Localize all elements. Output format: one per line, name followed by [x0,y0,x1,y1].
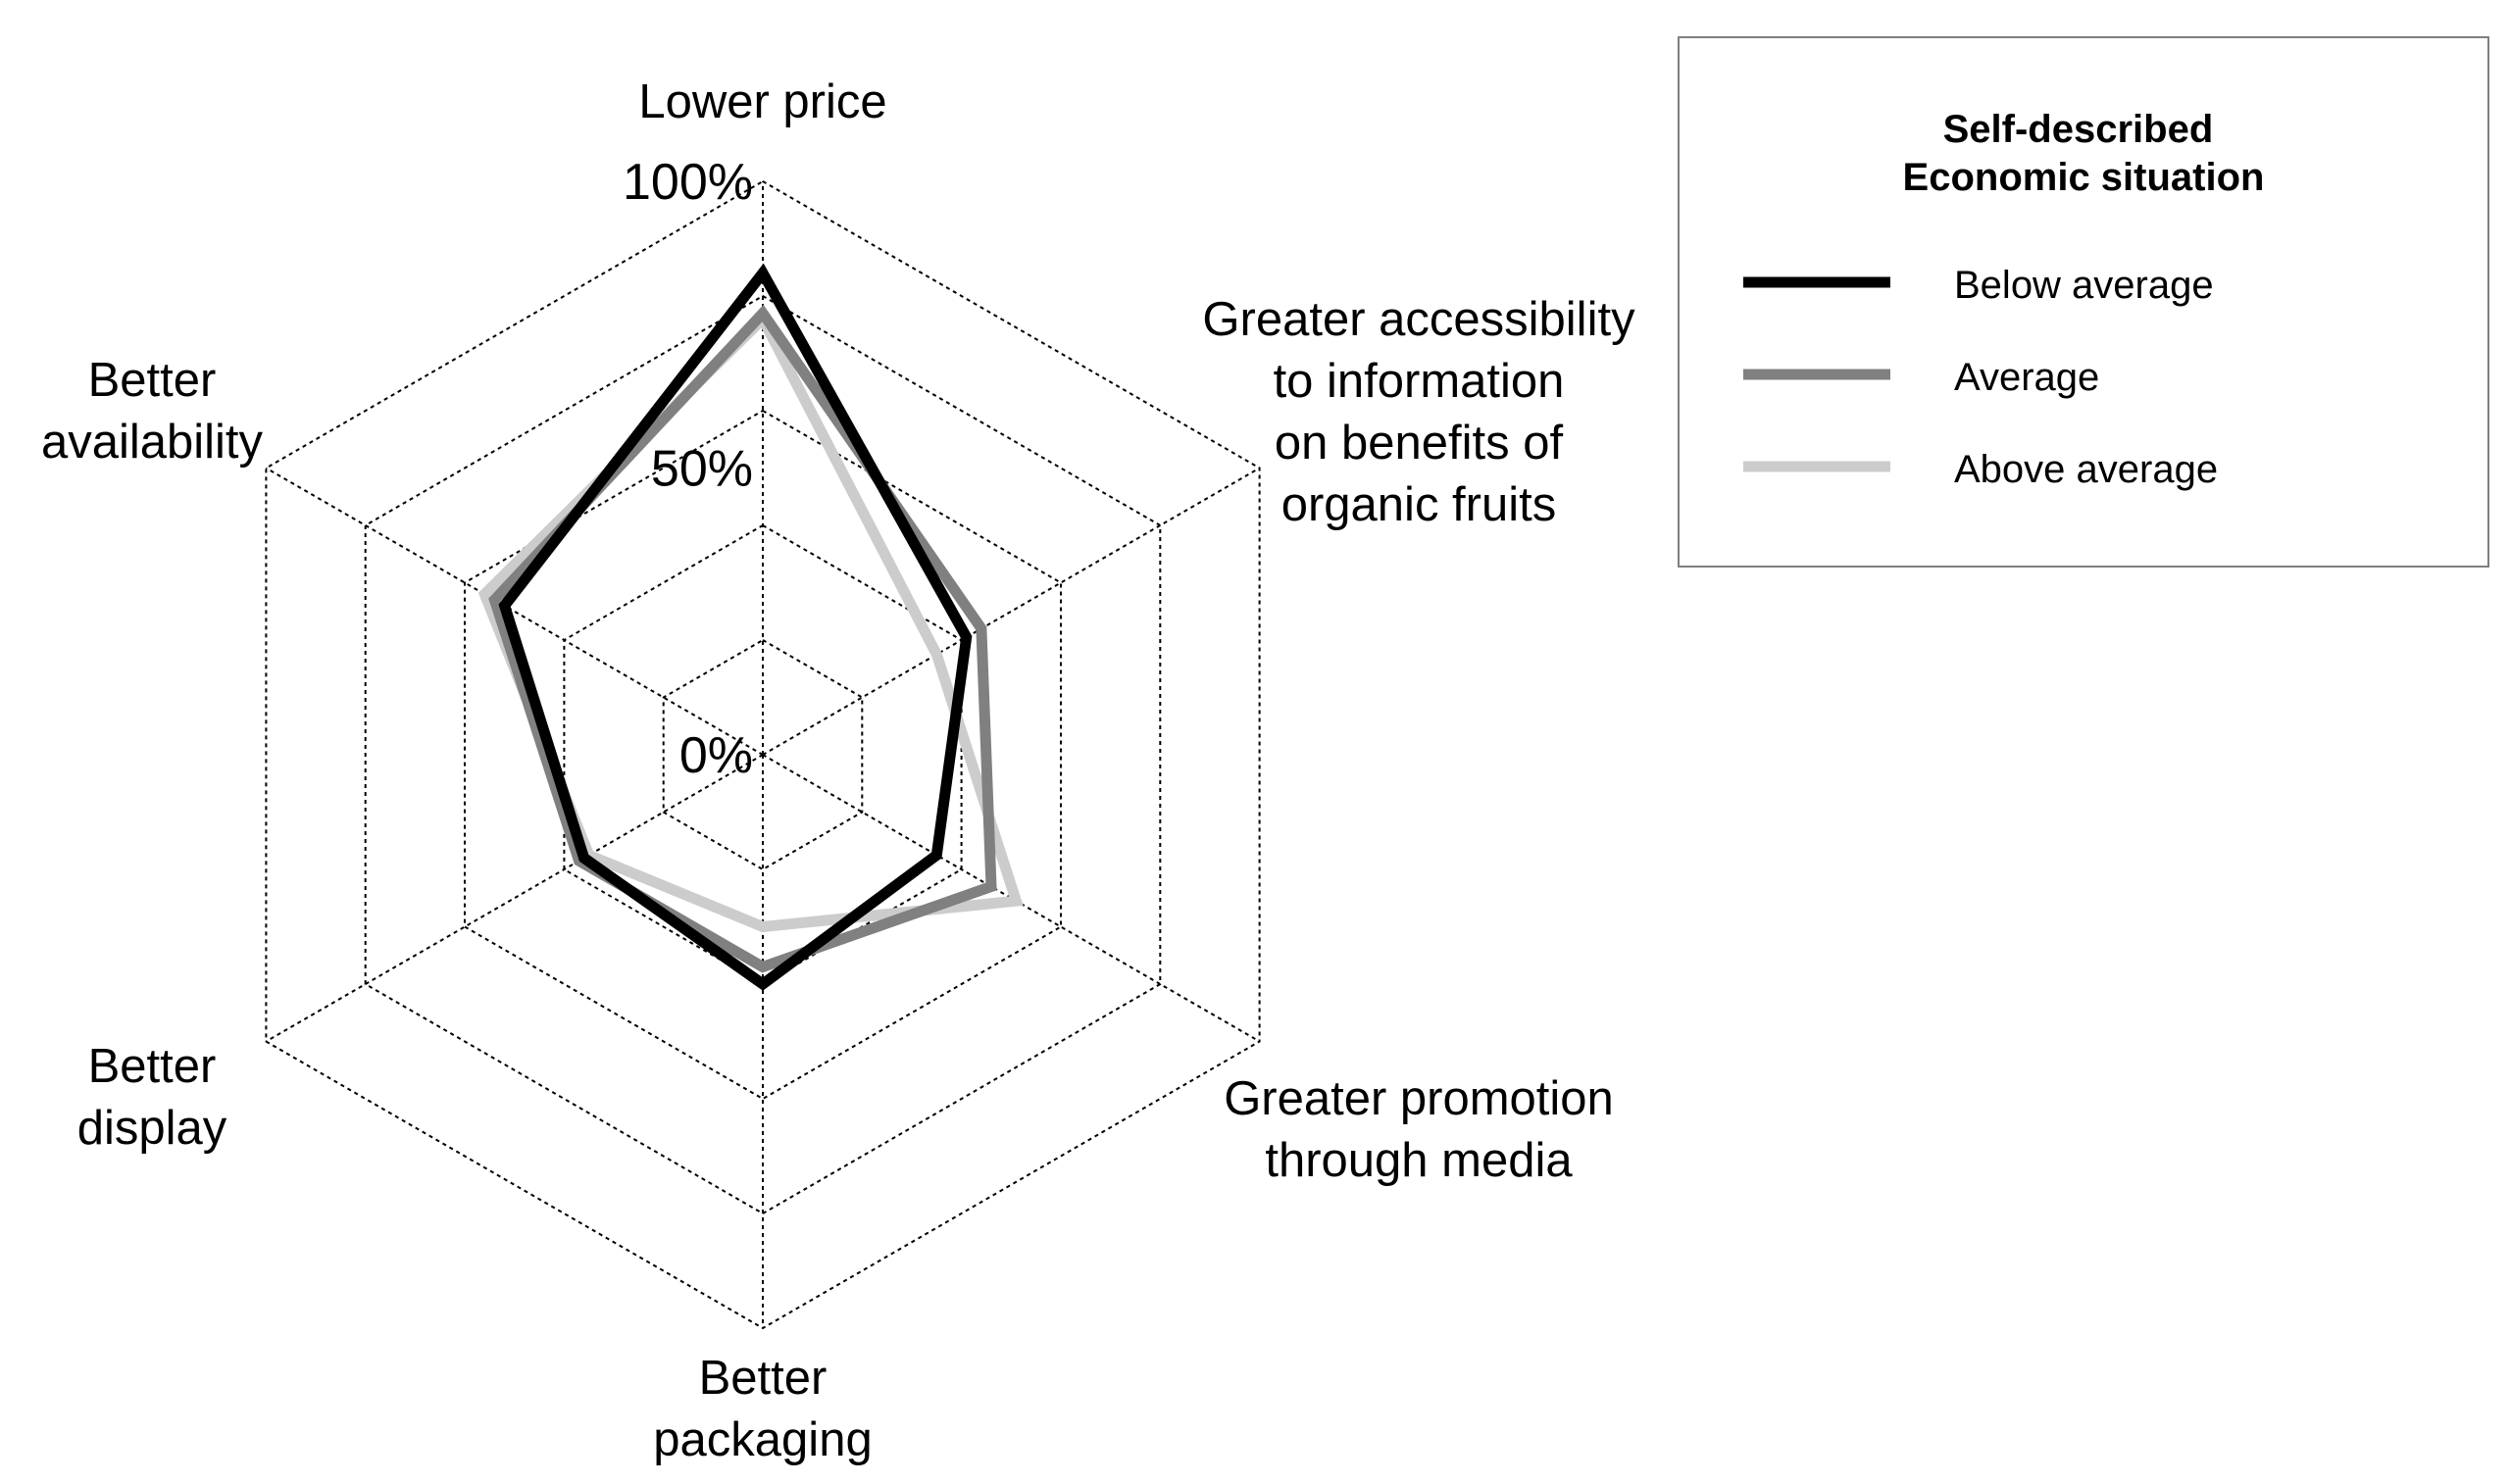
axis-label-5: Better display [77,1040,227,1155]
axis-label-3-line-2: through media [1265,1134,1573,1187]
axis-label-2-line-3: on benefits of [1275,417,1564,470]
axis-label-5-line-1: Better [88,1040,217,1093]
axis-label-6-line-2: availability [41,416,264,469]
legend-title-line-2: Economic situation [1903,156,2265,199]
tick-labels: 0% 50% 100% [623,154,753,784]
axis-label-2-line-1: Greater accessibility [1202,293,1635,346]
series-line-below-average [498,263,973,991]
legend-label-average: Average [1954,356,2099,399]
axis-label-2-line-2: to information [1274,355,1565,408]
legend: Self-described Economic situation Below … [1678,36,2489,568]
legend-title-line-1: Self-described [1943,108,2214,151]
axis-label-1-line-1: Lower price [638,75,886,128]
series-line-average [488,304,997,973]
axis-label-6-line-1: Better [88,354,217,407]
tick-label-50: 50% [651,441,753,498]
tick-label-100: 100% [623,154,753,211]
axis-label-4: Better packaging [653,1352,872,1466]
axis-label-4-line-2: packaging [653,1413,872,1466]
axis-label-1: Lower price [638,75,886,128]
axis-label-3: Greater promotion through media [1224,1072,1614,1187]
spoke-5 [265,754,764,1043]
axis-label-2: Greater accessibility to information on be… [1202,293,1635,531]
tick-label-0: 0% [679,727,753,784]
series-lines [477,263,1024,991]
axis-label-3-line-1: Greater promotion [1224,1072,1614,1125]
spoke-3 [762,754,1261,1043]
axis-label-2-line-4: organic fruits [1281,478,1557,531]
spoke-2 [762,467,1261,756]
legend-box [1678,36,2489,568]
axis-label-5-line-2: display [77,1102,227,1155]
axis-label-6: Better availability [41,354,264,469]
legend-label-below-average: Below average [1954,264,2214,307]
grid-ring-1 [662,638,864,871]
legend-title: Self-described Economic situation [1903,108,2265,199]
spoke-6 [265,467,764,756]
legend-label-above-average: Above average [1954,448,2218,491]
grid [265,179,1261,1330]
grid-ring-3 [464,409,1062,1101]
series-line-above-average [477,310,1024,933]
axis-label-4-line-1: Better [699,1352,828,1405]
